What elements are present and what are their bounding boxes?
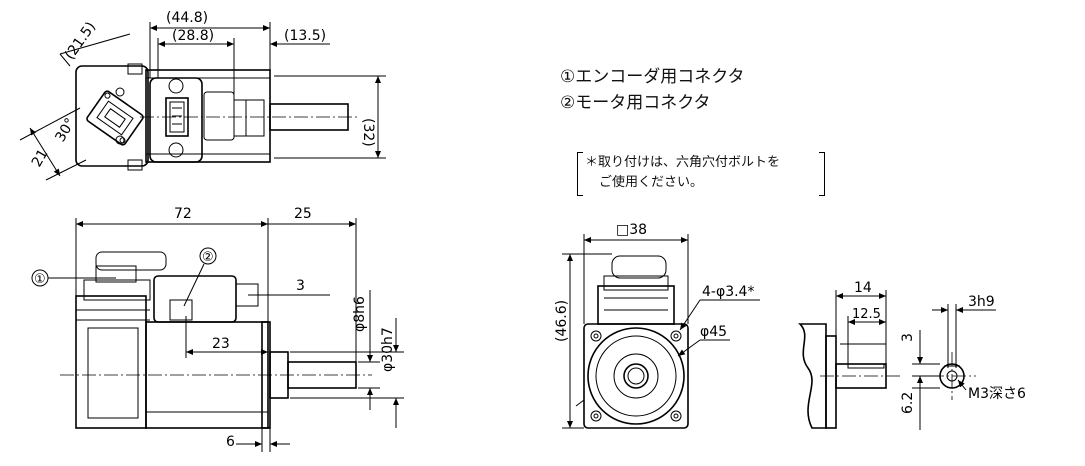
front-view: □38 (46.6) 4-φ3.4* φ45 — [554, 222, 760, 429]
detail-dim-tap: M3深さ6 — [968, 386, 1026, 402]
detail-dim-12-5: 12.5 — [852, 307, 881, 322]
front-dim-height: (46.6) — [554, 300, 570, 342]
front-dim-holes: 4-φ3.4* — [702, 284, 754, 300]
connector-legend: ①エンコーダ用コネクタ ②モータ用コネクタ — [560, 64, 745, 116]
dim-angle-height: 21 — [29, 146, 52, 169]
front-dim-pcd: φ45 — [700, 324, 727, 340]
dim-body-length: 72 — [174, 206, 192, 222]
dim-connector: (28.8) — [172, 28, 214, 44]
top-view: (44.8) (28.8) (13.5) (21.5) 30° 21 (32) — [19, 10, 386, 181]
front-view-connector-block — [597, 285, 675, 325]
shaft-detail: 14 12.5 3h9 3 6.2 M3深さ6 — [798, 280, 1026, 430]
top-view-connector-housing — [149, 77, 203, 163]
dim-flange: 6 — [226, 434, 235, 450]
callout-2: ② — [202, 250, 214, 265]
detail-dim-3h9: 3h9 — [968, 294, 995, 310]
detail-dim-6-2: 6.2 — [900, 392, 916, 414]
note-line-2: ご使用ください。 — [599, 175, 704, 190]
legend-item-motor: ②モータ用コネクタ — [560, 93, 711, 113]
side-view: 72 25 3 23 6 φ8h6 φ30h7 ① ② — [31, 206, 404, 452]
dim-step: 3 — [296, 278, 305, 294]
legend-item-encoder: ①エンコーダ用コネクタ — [560, 67, 745, 87]
dim-pilot-dia: φ30h7 — [380, 327, 396, 372]
dim-angle: 30° — [53, 115, 79, 145]
dim-right: (13.5) — [284, 28, 326, 44]
top-view-encoder-block — [75, 65, 149, 167]
front-dim-square: □38 — [616, 222, 647, 238]
dim-angle-offset: (21.5) — [62, 19, 99, 63]
detail-dim-3: 3 — [900, 333, 916, 342]
dim-connector-offset: 23 — [212, 336, 230, 352]
callout-1: ① — [34, 272, 46, 287]
note-line-1: ＊取り付けは、六角穴付ボルトを — [585, 155, 781, 170]
dim-height: (32) — [360, 118, 376, 147]
detail-flange-section — [798, 323, 827, 429]
side-view-encoder — [75, 295, 147, 429]
dim-overall: (44.8) — [166, 10, 208, 26]
detail-dim-14: 14 — [854, 280, 872, 296]
top-view-encoder-connector — [86, 90, 144, 146]
top-view-motor-body — [145, 69, 271, 163]
mounting-note: ＊取り付けは、六角穴付ボルトを ご使用ください。 — [577, 152, 825, 196]
dim-shaft-dia: φ8h6 — [352, 296, 368, 332]
dim-shaft-length: 25 — [294, 206, 312, 222]
note-bracket-right — [819, 152, 825, 196]
note-bracket-left — [577, 152, 583, 196]
